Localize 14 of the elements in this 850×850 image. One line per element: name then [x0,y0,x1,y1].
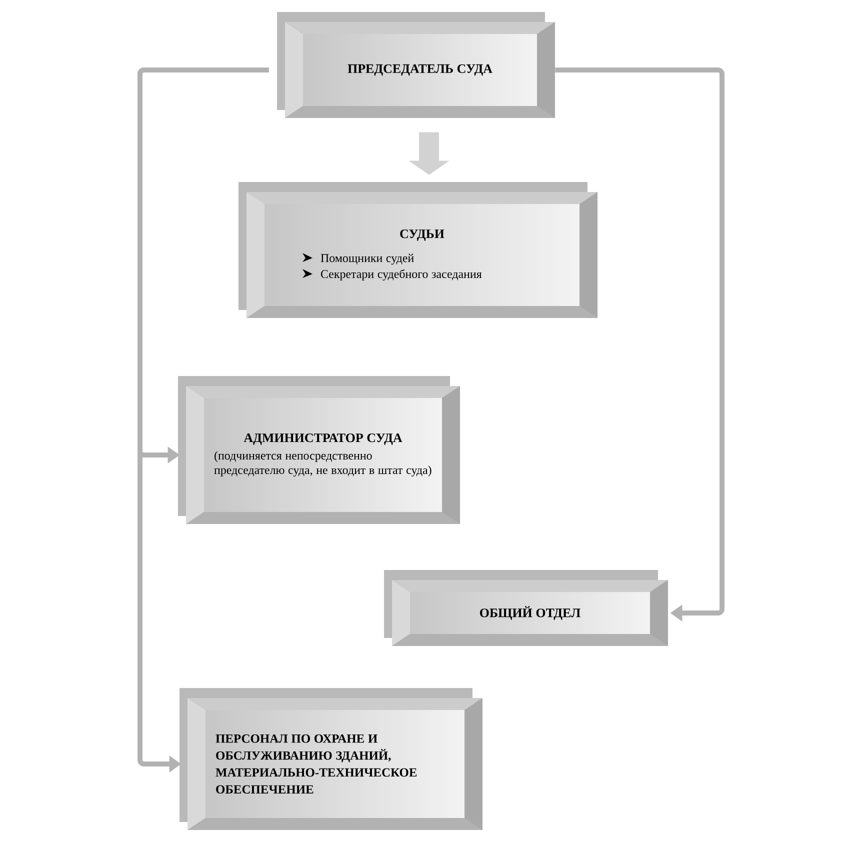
process-box [384,570,668,646]
box-title: ОБЩИЙ ОТДЕЛ [480,606,580,620]
process-box [178,376,460,524]
box-title: ПЕРСОНАЛ ПО ОХРАНЕ И ОБСЛУЖИВАНИЮ ЗДАНИЙ, МАТЕРИАЛЬНО-ТЕХНИЧЕСКОЕ ОБЕСПЕЧЕНИЕ [216,734,417,794]
connector-arrow [555,68,724,622]
box-title: ПРЕДСЕДАТЕЛЬ СУДА [348,64,492,76]
process-box [180,688,482,830]
box-title: СУДЬИ [400,229,444,241]
box-note: (подчиняется непосредственно председателю суда, не входит в штат суда) [214,451,432,477]
process-box [238,182,598,318]
bullet-item: Помощники судей [320,254,414,265]
bullet-item: Секретари судебного заседания [320,269,482,281]
process-box [277,12,555,118]
box-title: АДМИНИСТРАТОР СУДА [244,433,402,445]
